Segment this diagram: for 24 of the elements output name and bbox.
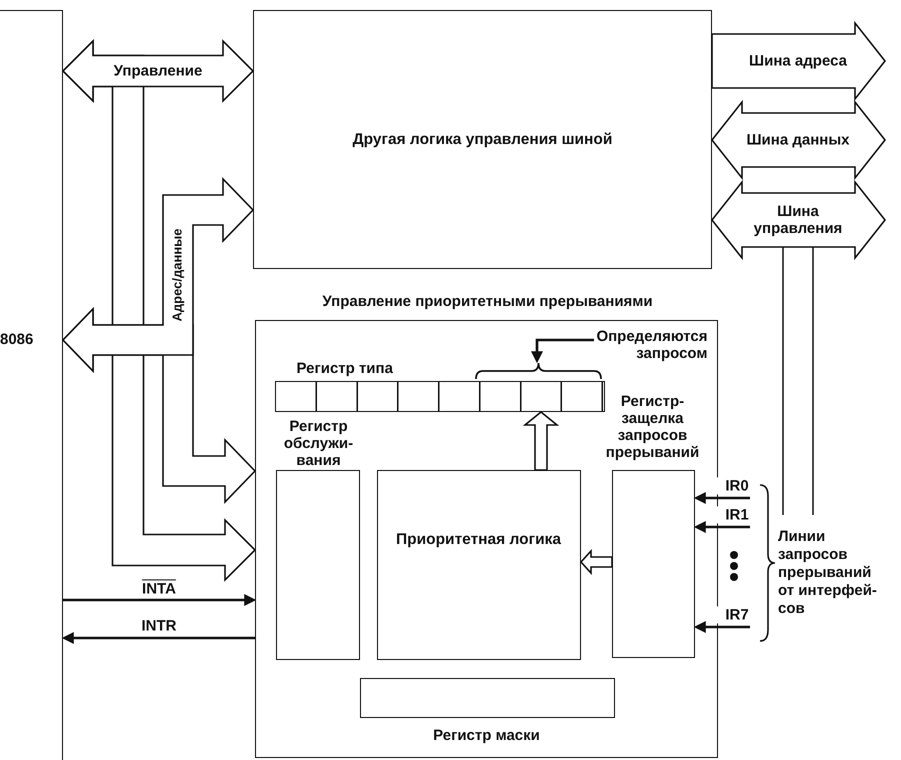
arrow bbox=[694, 521, 750, 533]
arrow bbox=[694, 621, 750, 633]
node-label: Управление приоритетными прерываниями bbox=[321, 293, 654, 310]
node-label: Регистр обслужи- вания bbox=[282, 418, 354, 470]
node-label: Регистр типа bbox=[296, 360, 394, 377]
block-label: Приоритетная логика bbox=[396, 530, 561, 550]
node-label: Регистр-защелка запросов прерываний bbox=[604, 392, 700, 462]
logic-block bbox=[253, 10, 712, 269]
bus-arrow bbox=[522, 410, 560, 471]
arrow bbox=[62, 632, 255, 644]
curly-brace bbox=[474, 362, 602, 380]
node-label: Регистр маски bbox=[432, 726, 541, 744]
arrow bbox=[63, 594, 256, 606]
block-label: Другая логика управления шиной bbox=[352, 130, 612, 150]
node-label: 8086 bbox=[0, 331, 34, 348]
edge-label: Адрес/данные bbox=[170, 228, 186, 322]
callout-text: Определяются запросом bbox=[594, 328, 708, 364]
bus-line bbox=[0, 10, 63, 760]
note-text: Линии запросов прерываний от интерфей- сов bbox=[778, 528, 878, 618]
arrow bbox=[531, 338, 594, 364]
arrow bbox=[694, 492, 750, 504]
logic-block bbox=[376, 470, 580, 660]
bus-arrow bbox=[580, 548, 613, 576]
bus-arrow bbox=[62, 177, 254, 373]
